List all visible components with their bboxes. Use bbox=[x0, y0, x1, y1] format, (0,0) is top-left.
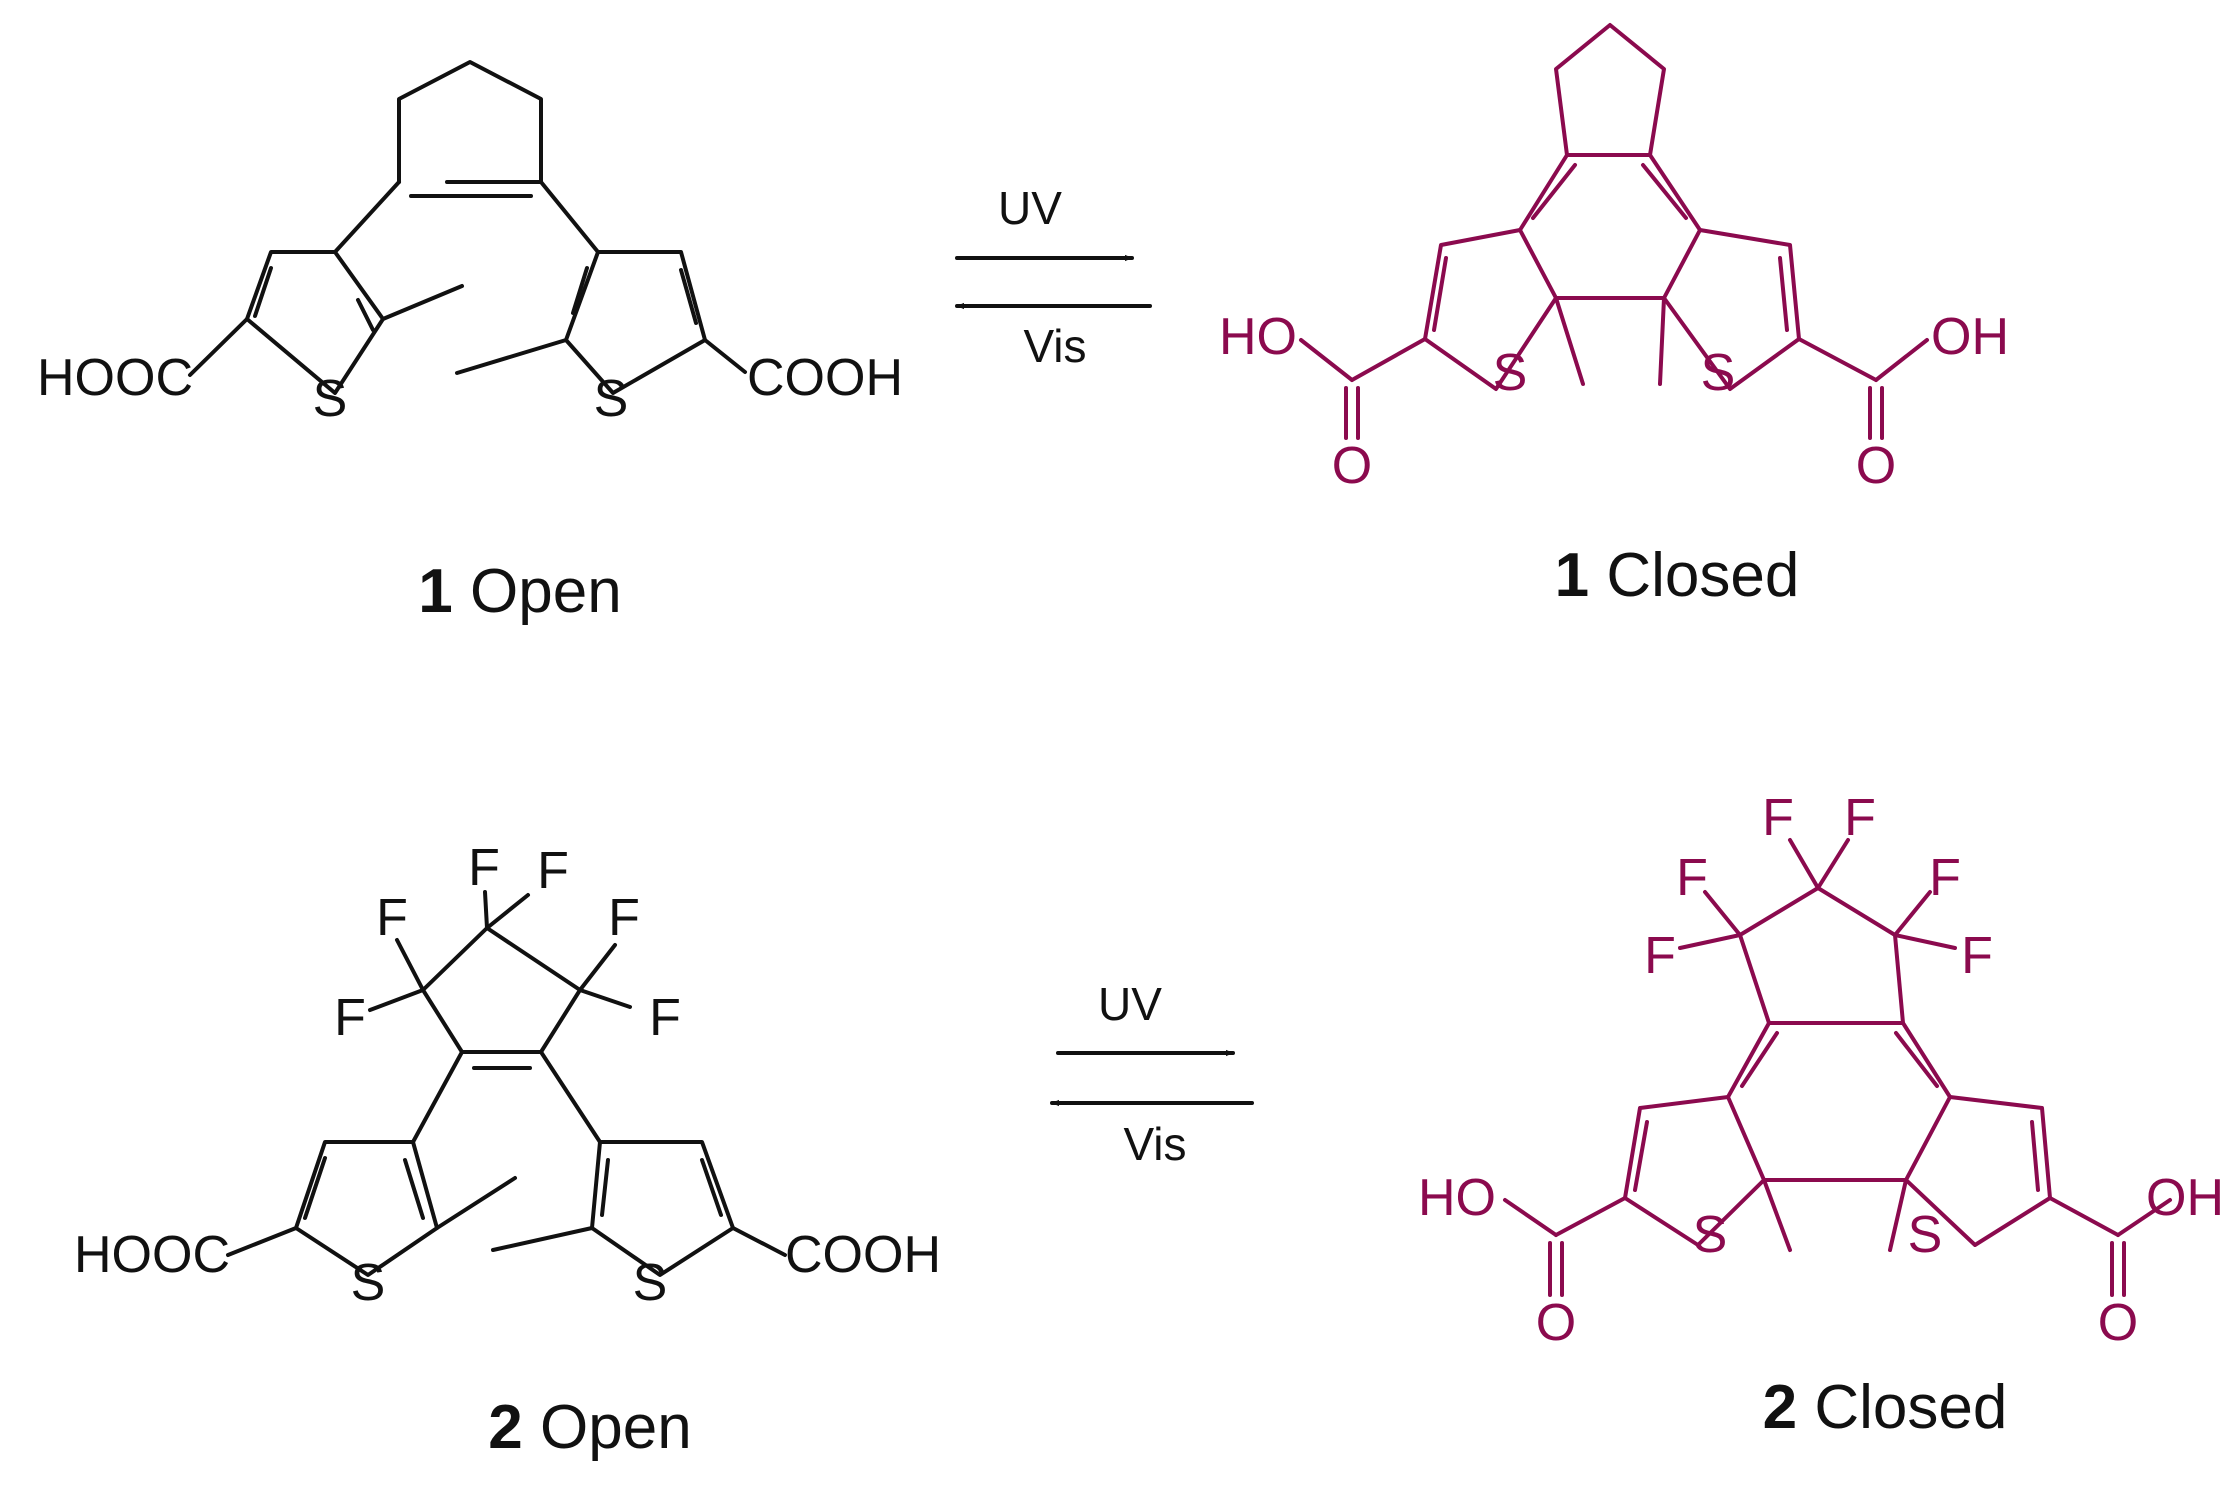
atom-oxygen: O bbox=[1332, 437, 1372, 495]
atom-sulfur: S bbox=[1493, 344, 1528, 402]
atom-sulfur: S bbox=[1908, 1206, 1943, 1264]
compound-number: 1 bbox=[418, 557, 452, 626]
atom-fluorine: F bbox=[1644, 927, 1676, 985]
compound-state: Open bbox=[540, 1393, 692, 1462]
condition-uv: UV bbox=[1098, 978, 1162, 1030]
atom-oxygen: O bbox=[1856, 437, 1896, 495]
caption-2-open: 2 Open bbox=[488, 1393, 691, 1462]
atom-fluorine: F bbox=[1762, 789, 1794, 847]
label-hooc: HOOC bbox=[37, 349, 193, 407]
atom-fluorine: F bbox=[649, 989, 681, 1047]
label-oh: OH bbox=[1931, 308, 2009, 366]
atom-sulfur: S bbox=[1693, 1206, 1728, 1264]
compound-number: 2 bbox=[488, 1393, 522, 1462]
label-hooc: HOOC bbox=[74, 1226, 230, 1284]
atom-fluorine: F bbox=[334, 989, 366, 1047]
compound-number: 2 bbox=[1763, 1373, 1797, 1442]
atom-fluorine: F bbox=[376, 889, 408, 947]
atom-sulfur: S bbox=[313, 370, 348, 428]
compound-1-open bbox=[188, 60, 747, 395]
atom-sulfur: S bbox=[594, 370, 629, 428]
equilibrium-arrows-2 bbox=[1050, 1049, 1254, 1107]
compound-2-closed bbox=[1503, 838, 2172, 1297]
atom-oxygen: O bbox=[2098, 1294, 2138, 1352]
atom-fluorine: F bbox=[608, 889, 640, 947]
condition-uv: UV bbox=[998, 182, 1062, 234]
atom-fluorine: F bbox=[537, 842, 569, 900]
condition-vis: Vis bbox=[1123, 1118, 1186, 1170]
compound-state: Closed bbox=[1606, 541, 1799, 610]
label-ho: HO bbox=[1219, 308, 1297, 366]
caption-1-open: 1 Open bbox=[418, 557, 621, 626]
atom-sulfur: S bbox=[351, 1254, 386, 1312]
condition-vis: Vis bbox=[1023, 320, 1086, 372]
atom-fluorine: F bbox=[1961, 927, 1993, 985]
equilibrium-arrows-1 bbox=[955, 254, 1152, 310]
compound-1-closed bbox=[1299, 23, 1929, 440]
caption-1-closed: 1 Closed bbox=[1555, 541, 1800, 610]
atom-fluorine: F bbox=[1676, 849, 1708, 907]
atom-oxygen: O bbox=[1536, 1294, 1576, 1352]
atom-sulfur: S bbox=[1701, 344, 1736, 402]
compound-state: Closed bbox=[1814, 1373, 2007, 1442]
atom-fluorine: F bbox=[1844, 789, 1876, 847]
label-ho: HO bbox=[1418, 1169, 1496, 1227]
compound-2-open bbox=[226, 890, 787, 1277]
label-cooh: COOH bbox=[785, 1226, 941, 1284]
compound-number: 1 bbox=[1555, 541, 1589, 610]
atom-fluorine: F bbox=[468, 839, 500, 897]
atom-fluorine: F bbox=[1929, 849, 1961, 907]
atom-sulfur: S bbox=[633, 1254, 668, 1312]
label-oh: OH bbox=[2146, 1169, 2224, 1227]
compound-state: Open bbox=[470, 557, 622, 626]
label-cooh: COOH bbox=[747, 349, 903, 407]
caption-2-closed: 2 Closed bbox=[1763, 1373, 2008, 1442]
